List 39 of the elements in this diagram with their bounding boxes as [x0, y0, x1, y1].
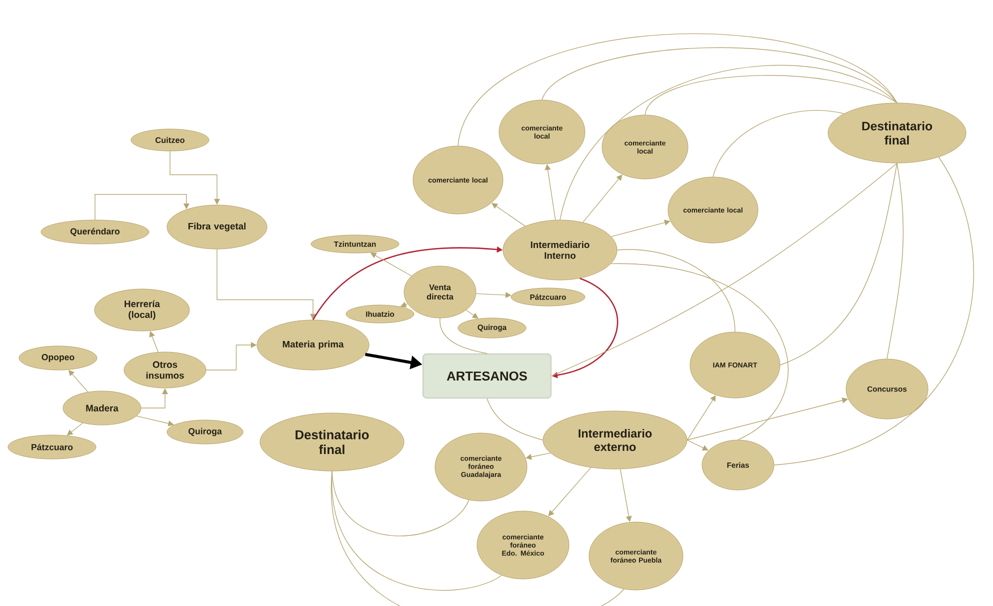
ellipse-node: Madera	[62, 390, 142, 426]
ellipse-node: Destinatario final	[260, 412, 404, 472]
ellipse-node: Intermediario externo	[542, 410, 688, 470]
ellipse-node: Materia prima	[256, 320, 370, 370]
connector-line	[332, 470, 624, 606]
connector-line	[610, 263, 788, 440]
arrow	[686, 440, 708, 451]
place-label: Quiroga	[166, 420, 244, 444]
connector-line	[542, 47, 898, 104]
connector-line	[616, 249, 736, 332]
place-label: Opopeo	[18, 346, 98, 370]
connector-line	[486, 398, 544, 440]
arrow	[548, 467, 592, 516]
connector-line	[712, 110, 844, 178]
arrow	[544, 164, 556, 220]
connector-line	[458, 34, 898, 146]
connector-line	[560, 64, 898, 220]
connector-line	[551, 162, 898, 376]
connector-line	[774, 156, 974, 466]
ellipse-node: Otros insumos	[124, 352, 206, 388]
main-box: ARTESANOS	[422, 353, 552, 399]
connector-line	[644, 75, 898, 116]
place-label: Pátzcuaro	[8, 434, 96, 460]
place-label: Cuitzeo	[130, 128, 210, 152]
ellipse-node: Herrería (local)	[94, 288, 190, 332]
connector-line	[886, 162, 904, 360]
ellipse-node: Destinatario final	[828, 102, 966, 164]
connector-line	[332, 470, 470, 536]
place-label: Queréndaro	[40, 220, 150, 244]
arrow	[466, 310, 478, 319]
connector-line	[440, 318, 488, 354]
ellipse-node: Venta directa	[404, 266, 476, 318]
connector-line	[332, 470, 502, 591]
arrow	[686, 395, 716, 440]
arrow	[94, 194, 190, 220]
ellipse-node: Fibra vegetal	[166, 204, 268, 250]
arrow	[492, 203, 526, 226]
ellipse-node: Intermediario Interno	[502, 220, 618, 280]
connector-line	[780, 162, 898, 366]
